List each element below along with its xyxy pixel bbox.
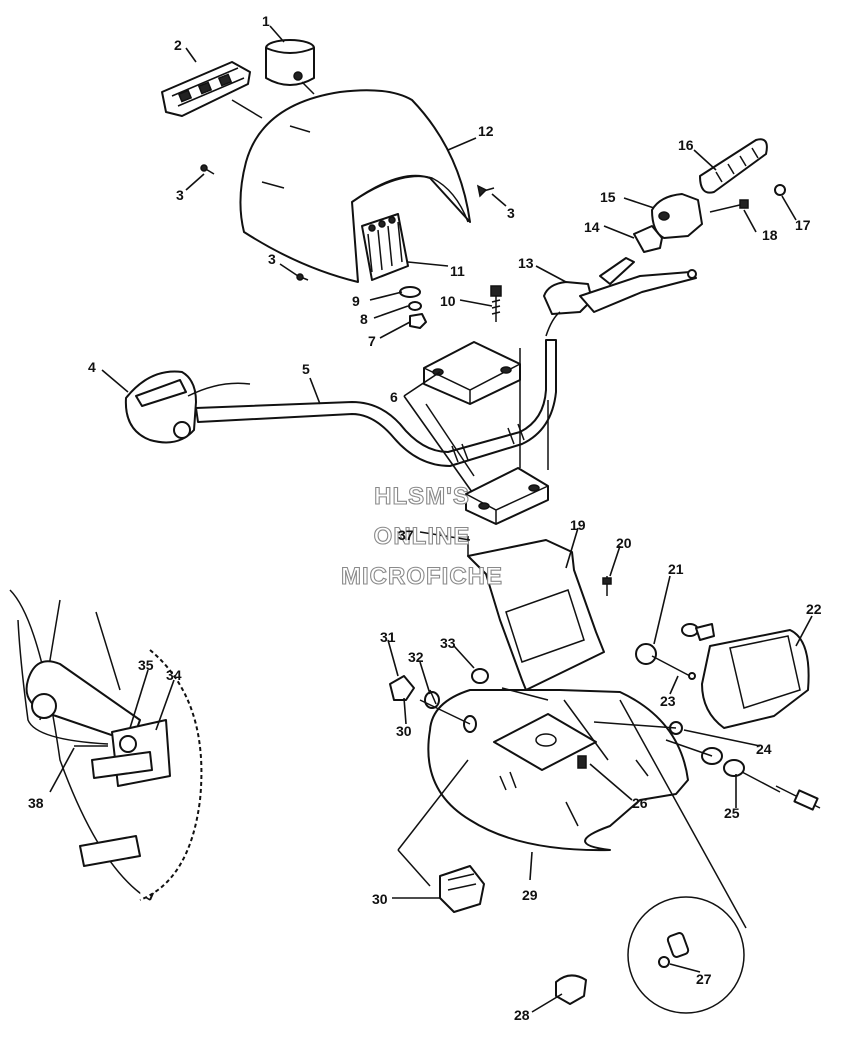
part-26-clip [577,755,587,769]
part-3-screw-c [296,273,309,281]
part-13-brake-lever [543,257,697,337]
callout-3-left: 3 [176,187,184,203]
part-3-screw-a [200,164,215,175]
part-17-end-cap [774,184,786,196]
part-11-connector [361,213,409,281]
part-28-clip [555,974,587,1005]
callout-37: 37 [398,527,414,543]
callout-33: 33 [440,635,456,651]
part-20-bolt [602,576,612,596]
part-33-grommet [471,668,489,684]
part-1-cap [265,39,315,86]
callout-35: 35 [138,657,154,673]
watermark-line-1: HLSM'S [374,483,470,510]
watermark: HLSM'S ONLINE MICROFICHE [340,482,503,590]
callout-27: 27 [696,971,712,987]
callout-5: 5 [302,361,310,377]
assembly-lines [231,81,747,929]
part-8-washer [408,301,422,311]
part-5-handlebar [195,339,557,467]
callout-22: 22 [806,601,822,617]
part-18-screw [709,199,749,213]
part-10-bolt [490,285,502,322]
callout-23: 23 [660,693,676,709]
watermark-line-2: ONLINE [374,523,471,550]
callout-20: 20 [616,535,632,551]
callout-25: 25 [724,805,740,821]
part-wheel-hub-assembly [9,589,203,901]
part-4-left-control [124,370,251,444]
callout-17: 17 [795,217,811,233]
callout-28: 28 [514,1007,530,1023]
callout-1: 1 [262,13,270,29]
callout-16: 16 [678,137,694,153]
callout-6: 6 [390,389,398,405]
callout-34: 34 [166,667,182,683]
callout-38: 38 [28,795,44,811]
part-22-headlight [681,623,810,729]
part-29-nacelle [427,689,689,852]
callout-12: 12 [478,123,494,139]
callout-31: 31 [380,629,396,645]
callout-9: 9 [352,293,360,309]
part-12-pod-cover [239,89,471,283]
callout-7: 7 [368,333,376,349]
callout-8: 8 [360,311,368,327]
callout-15: 15 [600,189,616,205]
callout-14: 14 [584,219,600,235]
callout-18: 18 [762,227,778,243]
callout-leaders [49,25,813,1013]
callout-numbers: 1 2 3 3 3 4 5 6 7 8 9 10 11 12 13 14 15 … [28,13,822,1023]
watermark-line-3: MICROFICHE [341,563,503,590]
callout-3-right: 3 [507,205,515,221]
part-31-switch-body [389,675,415,701]
callout-30-lower: 30 [372,891,388,907]
part-7-nut [409,313,427,329]
callout-21: 21 [668,561,684,577]
part-21-adjuster [635,643,696,680]
part-9-grommet [399,286,421,298]
callout-4: 4 [88,359,96,375]
part-30-switch [439,865,485,913]
callout-19: 19 [570,517,586,533]
part-2-switch-housing [161,61,251,117]
callout-2: 2 [174,37,182,53]
part-6-lower-clamp [465,467,549,525]
callout-10: 10 [440,293,456,309]
callout-29: 29 [522,887,538,903]
part-15-throttle-housing [651,193,703,239]
callout-32: 32 [408,649,424,665]
part-3-screw-b [476,184,495,198]
callout-26: 26 [632,795,648,811]
callout-3-lower: 3 [268,251,276,267]
part-14-bushing [633,225,663,253]
callout-30-upper: 30 [396,723,412,739]
part-25-socket [701,747,821,811]
callout-24: 24 [756,741,772,757]
callout-13: 13 [518,255,534,271]
part-27-detail [627,896,745,1014]
part-19-bracket [467,539,605,691]
callout-11: 11 [450,263,465,279]
part-16-grip [699,138,768,194]
